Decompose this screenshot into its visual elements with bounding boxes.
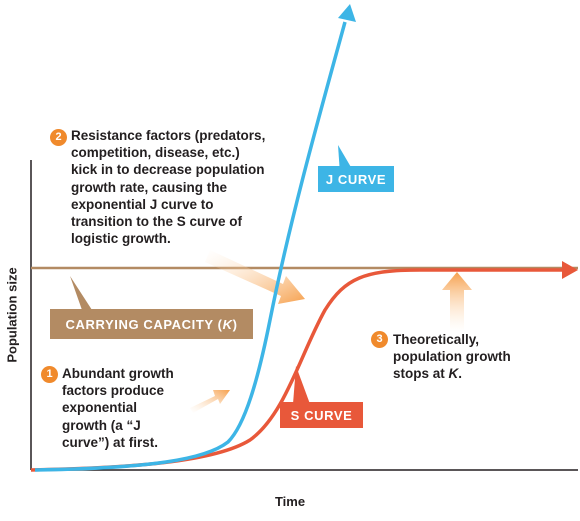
step-2-badge: 2: [50, 129, 67, 146]
step-3-symbol: K: [448, 366, 459, 382]
carrying-capacity-label-bg: [50, 309, 253, 339]
y-axis-title: Population size: [4, 267, 20, 363]
step-3-badge: 3: [371, 331, 388, 348]
annotation-arrow-3: [442, 272, 472, 332]
s-curve-arrowhead: [562, 261, 578, 279]
carrying-capacity-symbol: K: [222, 316, 233, 332]
s-curve-label: S CURVE: [290, 407, 353, 423]
j-curve-arrowhead: [338, 4, 356, 22]
step-1-badge: 1: [41, 366, 58, 383]
x-axis-title: Time: [274, 494, 306, 509]
carrying-capacity-label: CARRYING CAPACITY (K): [50, 309, 253, 339]
annotation-arrow-1: [190, 390, 230, 413]
j-curve-label: J CURVE: [325, 171, 387, 187]
annotation-arrow-2: [205, 250, 305, 304]
carrying-capacity-pointer: [70, 276, 92, 310]
step-3-end: .: [458, 366, 463, 382]
step-1-note: Abundant growth factors produce exponent…: [62, 366, 174, 450]
step-3-note: Theoretically, population growth stops a…: [393, 331, 511, 383]
carrying-capacity-close: ): [232, 316, 238, 332]
j-curve-line: [34, 21, 347, 472]
s-curve-pointer: [293, 366, 310, 404]
j-curve-label-bg: [318, 166, 394, 192]
s-curve-label-bg: [280, 402, 363, 428]
step-3-text: Theoretically, population growth stops a…: [393, 332, 511, 382]
carrying-capacity-text: CARRYING CAPACITY (: [65, 316, 223, 332]
step-2-note: Resistance factors (predators, competiti…: [71, 128, 266, 247]
